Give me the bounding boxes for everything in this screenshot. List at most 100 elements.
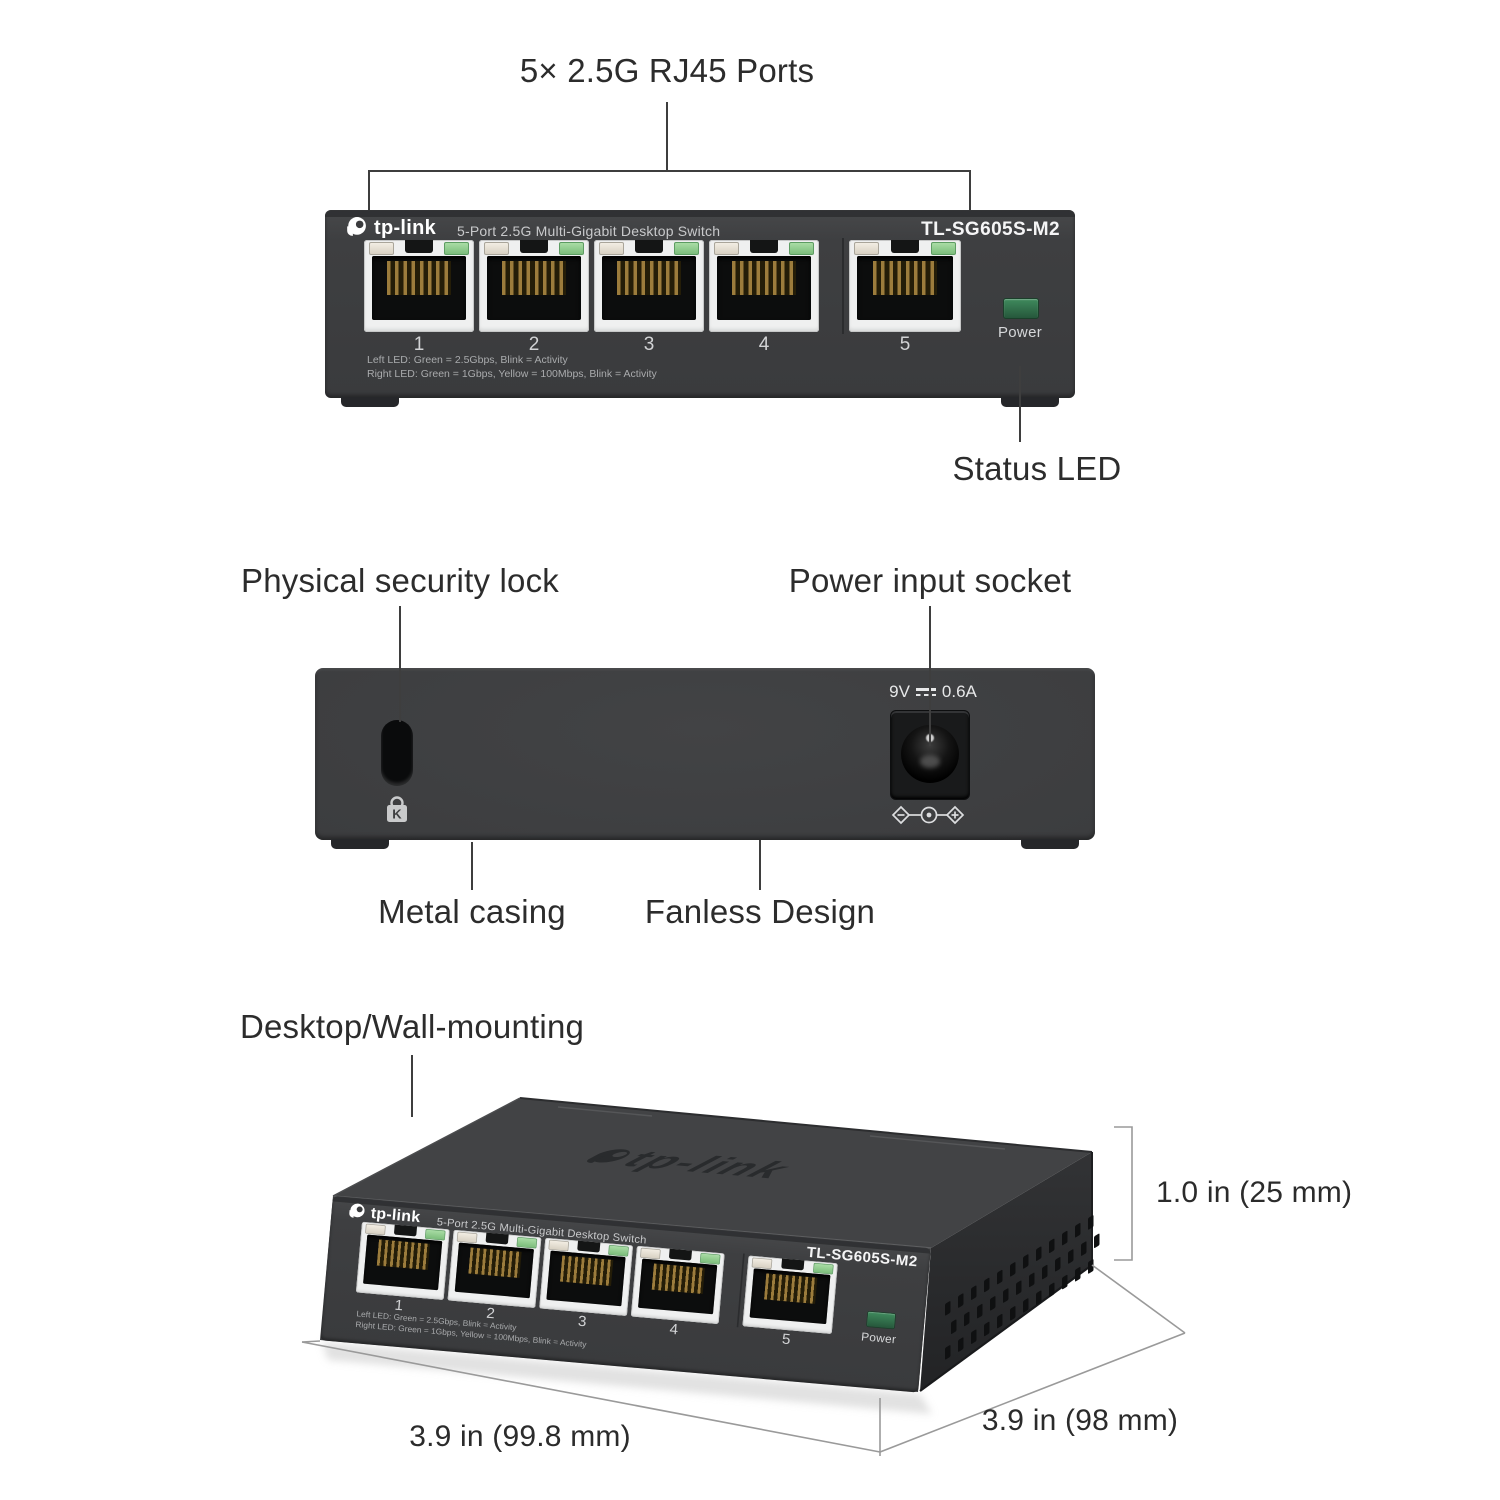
- led-legend-line2: Right LED: Green = 1Gbps, Yellow = 100Mb…: [367, 367, 657, 380]
- port-led-green: [674, 242, 699, 255]
- rj45-port-4: [709, 240, 819, 332]
- port-led-left: [484, 242, 509, 255]
- port-latch-notch: [577, 1240, 601, 1253]
- port-latch-notch: [891, 240, 919, 253]
- power-led-label: Power: [860, 1330, 897, 1347]
- width-dim-line: [301, 1341, 881, 1453]
- panel-top-edge: [325, 210, 1075, 217]
- kensington-lock-icon: K: [387, 796, 407, 822]
- port-pins: [376, 1239, 430, 1270]
- port-latch-notch: [520, 240, 548, 253]
- mounting-annotation: Desktop/Wall-mounting: [239, 1008, 585, 1045]
- port-number-3: 3: [643, 334, 655, 355]
- polarity-icon: [891, 805, 965, 825]
- tp-link-logo-icon: [347, 217, 366, 236]
- power-rating-volts: 9V: [889, 682, 910, 701]
- perspective-front-face: tp-link 5-Port 2.5G Multi-Gigabit Deskto…: [320, 1196, 931, 1393]
- port-led-left: [639, 1247, 661, 1260]
- port-number-5: 5: [899, 334, 911, 355]
- rubber-foot: [1021, 839, 1079, 849]
- rj45-port-5: [742, 1255, 838, 1334]
- port-jack: [454, 1242, 534, 1299]
- height-dim-bracket: [1114, 1126, 1133, 1261]
- lock-callout-line: [399, 606, 401, 722]
- port-pins: [387, 261, 451, 295]
- rj45-port-2: [447, 1229, 542, 1308]
- panel-title: 5-Port 2.5G Multi-Gigabit Desktop Switch: [457, 223, 721, 239]
- port-led-green: [516, 1236, 538, 1249]
- port-led-left: [714, 242, 739, 255]
- fanless-callout-line: [759, 840, 761, 890]
- port-latch-notch: [635, 240, 663, 253]
- port-led-left: [369, 242, 394, 255]
- port-latch-notch: [750, 240, 778, 253]
- barrel-reflection: [920, 755, 940, 768]
- fanless-annotation: Fanless Design: [644, 893, 876, 930]
- port-latch-notch: [405, 240, 433, 253]
- port-led-green: [812, 1262, 834, 1275]
- port-pins: [651, 1263, 705, 1295]
- port-latch-notch: [485, 1232, 509, 1245]
- led-legend-line1: Left LED: Green = 2.5Gbps, Blink = Activ…: [367, 354, 568, 366]
- port-led-green: [789, 242, 814, 255]
- port-led-green: [444, 242, 469, 255]
- port-number-1: 1: [413, 334, 425, 355]
- side-face: [920, 1152, 1092, 1391]
- metal-casing-callout-line: [471, 842, 473, 890]
- rj45-port-1: [355, 1221, 450, 1300]
- depth-dim-ext: [1091, 1264, 1186, 1334]
- port-led-left: [548, 1239, 570, 1252]
- top-left-edge: [332, 1097, 521, 1197]
- port-led-left: [365, 1223, 386, 1236]
- power-socket-annotation: Power input socket: [788, 562, 1072, 599]
- port-number-4: 4: [758, 334, 770, 355]
- socket-callout-line: [929, 606, 931, 746]
- depth-dim-line: [879, 1332, 1186, 1453]
- rj45-port-4: [630, 1245, 725, 1325]
- port-number-2: 2: [528, 334, 540, 355]
- port-jack: [363, 1234, 443, 1291]
- port-pins: [617, 261, 681, 295]
- rj45-port-1: [364, 240, 474, 332]
- brand-name: tp-link: [374, 217, 437, 239]
- top-face: [333, 1098, 1092, 1248]
- port-led-green: [608, 1244, 629, 1257]
- mounting-callout-line: [411, 1055, 413, 1117]
- port-pins: [764, 1273, 818, 1304]
- status-led-callout-line: [1019, 366, 1021, 442]
- ground-shadow: [322, 1342, 932, 1414]
- rj45-port-3: [594, 240, 704, 332]
- port-latch-notch: [668, 1248, 693, 1261]
- led-legend: Left LED: Green = 2.5Gbps, Blink = Activ…: [367, 354, 657, 381]
- metal-casing-annotation: Metal casing: [378, 893, 566, 930]
- port-jack: [546, 1250, 626, 1307]
- rubber-foot: [1001, 397, 1059, 407]
- panel-seam: [842, 238, 844, 334]
- port-jack: [749, 1268, 831, 1325]
- port-pins: [732, 261, 796, 295]
- power-led: [866, 1310, 897, 1330]
- rubber-foot: [341, 397, 399, 407]
- brand-logo: tp-link: [343, 216, 436, 241]
- depth-dimension: 3.9 in (98 mm): [981, 1404, 1179, 1437]
- port-pins: [873, 261, 937, 295]
- power-rating: 9V 0.6A: [868, 682, 998, 702]
- tp-link-logo-icon: [349, 1203, 365, 1218]
- security-lock-annotation: Physical security lock: [241, 562, 559, 599]
- svg-text:K: K: [392, 807, 402, 822]
- port-pins: [560, 1255, 614, 1287]
- port-led-green: [559, 242, 584, 255]
- rj45-port-3: [539, 1237, 634, 1317]
- vent-holes: [945, 1215, 1100, 1360]
- front-panel: tp-link 5-Port 2.5G Multi-Gigabit Deskto…: [325, 210, 1075, 407]
- rj45-port-2: [479, 240, 589, 332]
- port-jack: [487, 256, 581, 320]
- port-led-left: [854, 242, 879, 255]
- top-seam-1: [557, 1106, 653, 1117]
- ports-bracket: [368, 170, 971, 215]
- brand-logo: tp-link: [345, 1202, 421, 1228]
- top-back-edge: [519, 1097, 1093, 1153]
- port-jack: [717, 256, 811, 320]
- port-led-green: [424, 1228, 446, 1241]
